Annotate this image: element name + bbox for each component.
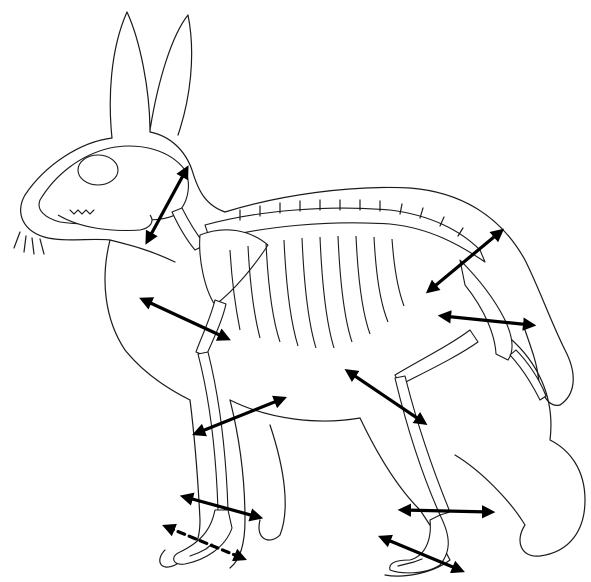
eye-orbit	[78, 155, 118, 185]
hind-shank-arrow	[403, 510, 490, 512]
skeleton	[39, 146, 546, 573]
left-ear	[110, 12, 150, 138]
front-foot	[174, 510, 232, 564]
body-outline	[14, 12, 585, 576]
skull	[39, 146, 188, 224]
front-leg-2-outline	[230, 400, 245, 568]
mid-leg-outline	[259, 425, 285, 540]
humerus	[196, 300, 226, 356]
tibia	[395, 376, 450, 515]
front-leg-outline	[160, 400, 200, 567]
chest-outline	[105, 240, 190, 400]
right-ear	[150, 15, 192, 135]
femur	[395, 330, 478, 385]
